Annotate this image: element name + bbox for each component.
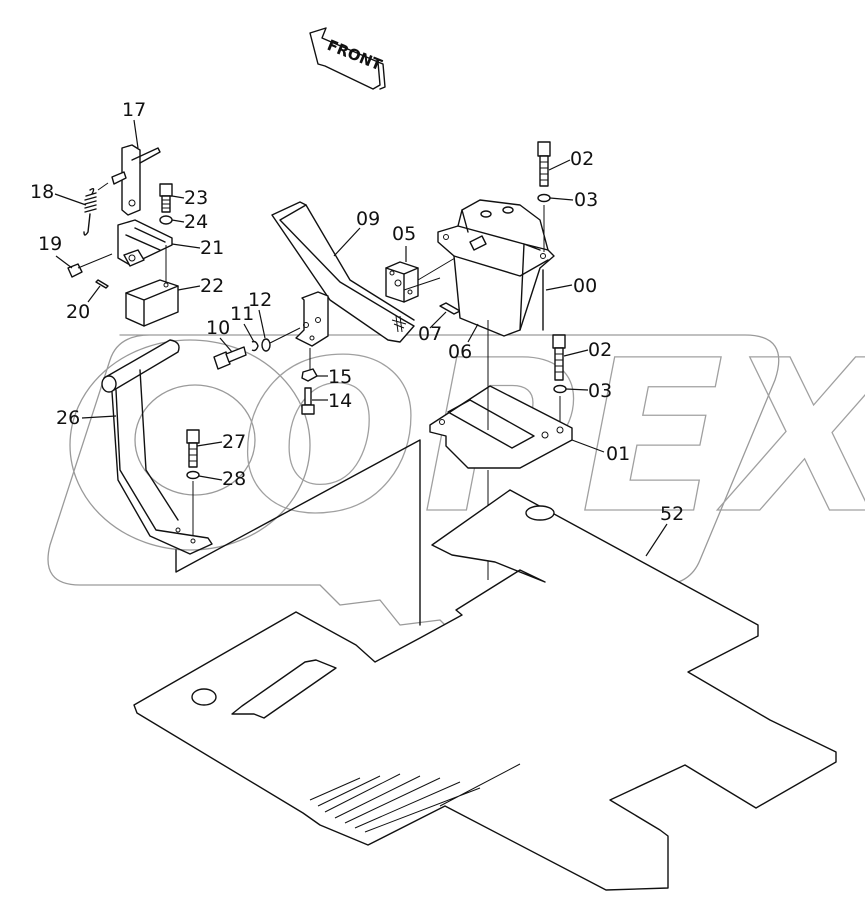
part-11-snap-ring (251, 340, 259, 352)
part-27-bolt (186, 429, 200, 468)
label-26: 26 (56, 407, 80, 429)
part-26-lever (101, 339, 213, 555)
label-02-upper: 02 (570, 148, 594, 170)
label-10: 10 (206, 317, 230, 339)
label-14: 14 (328, 390, 352, 412)
part-02-bolt-upper (537, 141, 551, 187)
part-22-block (125, 245, 179, 327)
label-27: 27 (222, 431, 246, 453)
part-12-washer (261, 338, 271, 352)
part-09-pedal (271, 201, 415, 343)
part-labels: 17 18 23 24 21 19 22 20 09 05 02 03 00 1… (30, 99, 684, 557)
label-12: 12 (248, 289, 272, 311)
label-20: 20 (66, 301, 90, 323)
label-03-upper: 03 (574, 189, 598, 211)
part-21-base-bracket (117, 219, 173, 267)
label-21: 21 (200, 237, 224, 259)
label-05: 05 (392, 223, 416, 245)
part-52-floor-mat (133, 489, 837, 891)
label-07: 07 (418, 323, 442, 345)
watermark-circle-outer (69, 339, 311, 551)
label-06: 06 (448, 341, 472, 363)
label-11: 11 (230, 303, 254, 325)
front-direction-marker: FRONT (309, 27, 386, 90)
label-23: 23 (184, 187, 208, 209)
part-19-pin (67, 253, 113, 278)
assembly-guide-line (175, 439, 421, 626)
watermark: OPEX (47, 314, 865, 651)
label-28: 28 (222, 468, 246, 490)
part-24-washer (159, 215, 173, 225)
part-02-bolt-lower (552, 334, 566, 381)
part-20-cotter-pin (95, 279, 109, 289)
part-23-bolt (159, 183, 173, 213)
label-24: 24 (184, 211, 208, 233)
watermark-circle-inner (134, 384, 256, 496)
part-05-block (385, 257, 456, 303)
part-28-washer (186, 470, 200, 480)
label-02-lower: 02 (588, 339, 612, 361)
label-09: 09 (356, 208, 380, 230)
part-17-lever-bracket (111, 144, 161, 216)
label-03-lower: 03 (588, 380, 612, 402)
label-22: 22 (200, 275, 224, 297)
label-15: 15 (328, 366, 352, 388)
front-arrow-icon (309, 27, 381, 90)
label-52: 52 (660, 503, 684, 525)
part-14-bolt (301, 387, 315, 415)
label-18: 18 (30, 181, 54, 203)
part-10-bolt (213, 346, 247, 370)
part-00-valve (437, 199, 555, 337)
label-17: 17 (122, 99, 146, 121)
label-00: 00 (573, 275, 597, 297)
part-18-spring (83, 182, 109, 236)
part-15-nut (301, 368, 318, 382)
label-19: 19 (38, 233, 62, 255)
part-09-pedal-bracket (295, 291, 329, 370)
part-03-washer-upper (537, 193, 551, 203)
part-07-pin (439, 302, 461, 315)
label-01: 01 (606, 443, 630, 465)
part-03-washer-lower (553, 384, 567, 394)
